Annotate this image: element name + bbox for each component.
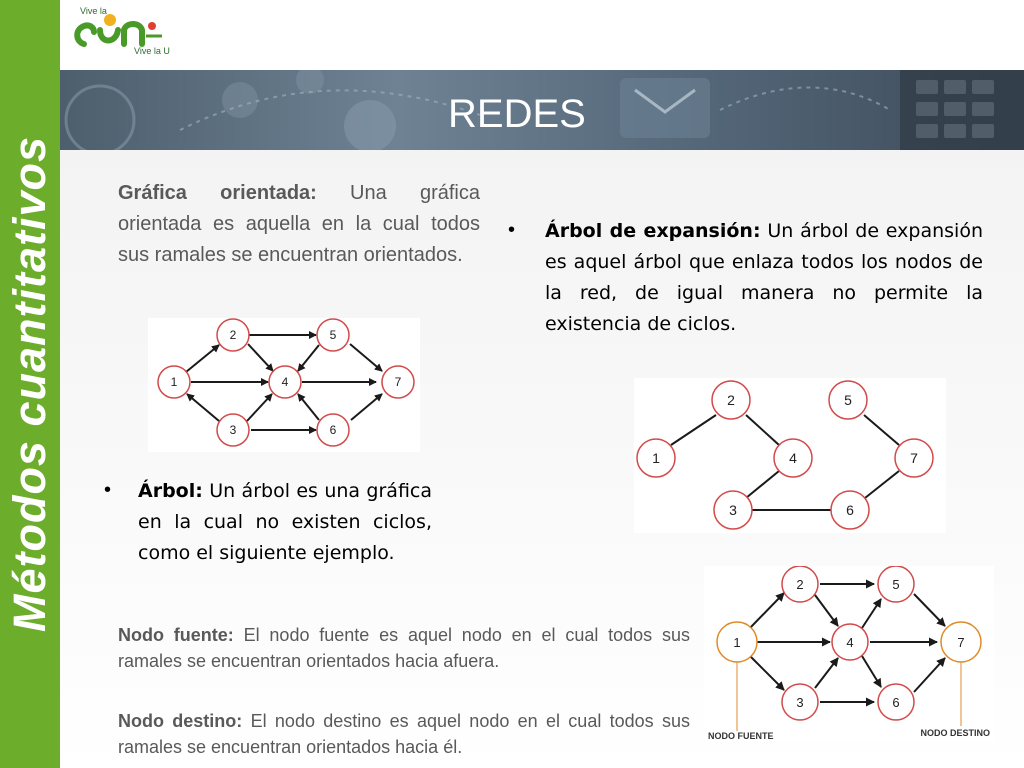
spanning-tree-text: Un árbol de expansión es aquel árbol que… [545, 220, 984, 335]
tree-edge-4-3 [745, 470, 780, 499]
node-6-label: 6 [330, 423, 337, 437]
cun-logo: Vive la Vive la U [66, 4, 206, 66]
tree-term: Árbol: [138, 480, 203, 502]
ss-node-3-label: 3 [796, 695, 803, 710]
ss-node-2 [781, 565, 819, 603]
ss-edge-2-4 [814, 594, 839, 627]
header-banner: REDES [60, 70, 1024, 150]
sink-node-term: Nodo destino: [118, 711, 243, 731]
logo-top-text: Vive la [80, 6, 107, 16]
tree-node-6-label: 6 [846, 502, 854, 518]
edge-1-2 [185, 344, 220, 373]
ss-edge-6-7 [913, 657, 946, 693]
tree-edge-6-7 [864, 470, 900, 499]
ss-node-4-label: 4 [846, 635, 853, 650]
bullet-spanning-tree: • [508, 219, 516, 241]
source-node-caption: NODO FUENTE [708, 731, 774, 741]
sink-node-text: El nodo destino es aquel nodo en el cual… [118, 711, 690, 757]
node-3 [216, 413, 250, 447]
edge-3-4 [246, 393, 273, 422]
tree-node-4 [773, 438, 813, 478]
tree-edge-5-7 [863, 414, 900, 446]
node-4 [268, 365, 302, 399]
directed-graph-svg: 1 2 3 4 5 6 7 [157, 318, 415, 447]
ss-edge-4-5 [861, 598, 882, 629]
ss-node-5 [877, 565, 915, 603]
node-1-label: 1 [171, 375, 178, 389]
ss-node-7-label: 7 [957, 635, 964, 650]
ss-node-4 [831, 623, 869, 661]
tree-node-3-label: 3 [729, 502, 737, 518]
source-sink-svg: 1 2 3 4 5 6 7 NODO FUENTE NODO DESTINO [708, 565, 990, 741]
tree-node-1 [636, 438, 676, 478]
source-sink-diagram: 1 2 3 4 5 6 7 NODO FUENTE NODO DESTINO [704, 565, 994, 742]
ss-edge-3-4 [814, 657, 839, 689]
edge-2-4 [247, 343, 274, 372]
directed-graph-diagram: 1 2 3 4 5 6 7 [148, 318, 420, 452]
tree-node-1-label: 1 [652, 450, 660, 466]
directed-graph-definition: Gráfica orientada: Una gráfica orientada… [118, 178, 480, 271]
node-6 [316, 413, 350, 447]
tree-node-7 [894, 438, 934, 478]
spanning-tree-diagram: 1 2 3 4 5 6 7 [634, 378, 946, 533]
tree-edge-2-4 [745, 414, 780, 446]
spanning-tree-svg: 1 2 3 4 5 6 7 [636, 380, 934, 530]
edge-6-7 [350, 393, 383, 421]
tree-node-2 [711, 380, 751, 420]
ss-edge-1-2 [749, 592, 785, 629]
tree-edge-1-2 [670, 414, 717, 446]
node-1 [157, 365, 191, 399]
tree-node-2-label: 2 [727, 392, 735, 408]
spanning-tree-term: Árbol de expansión: [545, 220, 761, 242]
edge-5-4 [297, 344, 320, 372]
tree-node-7-label: 7 [910, 450, 918, 466]
node-2 [216, 318, 250, 352]
ss-edge-1-3 [749, 655, 785, 691]
tree-node-5 [828, 380, 868, 420]
edge-5-7 [349, 343, 383, 372]
tree-node-6 [830, 490, 870, 530]
tree-node-3 [713, 490, 753, 530]
node-2-label: 2 [230, 328, 237, 342]
ss-node-2-label: 2 [796, 577, 803, 592]
ss-node-7 [940, 621, 982, 663]
bullet-tree: • [104, 479, 112, 501]
ss-node-5-label: 5 [892, 577, 899, 592]
node-4-label: 4 [282, 375, 289, 389]
directed-graph-term: Gráfica orientada: [118, 182, 317, 204]
tree-node-4-label: 4 [789, 450, 797, 466]
ss-edge-5-7 [913, 593, 946, 627]
source-node-term: Nodo fuente: [118, 625, 234, 645]
ss-node-1-label: 1 [733, 635, 740, 650]
node-3-label: 3 [230, 423, 237, 437]
source-node-definition: Nodo fuente: El nodo fuente es aquel nod… [118, 622, 690, 674]
sidebar: Métodos cuantitativos [0, 0, 60, 768]
source-node-text: El nodo fuente es aquel nodo en el cual … [118, 625, 691, 671]
sidebar-title: Métodos cuantitativos [4, 135, 55, 633]
ss-node-6 [877, 683, 915, 721]
edge-6-4 [297, 393, 320, 421]
ss-node-6-label: 6 [892, 695, 899, 710]
spanning-tree-definition: Árbol de expansión: Un árbol de expansió… [545, 216, 983, 340]
directed-graph-text: Una gráfica orientada es aquella en la c… [118, 182, 480, 266]
edge-3-1 [186, 393, 220, 422]
logo-bottom-text: Vive la U [134, 46, 170, 56]
sink-node-caption: NODO DESTINO [920, 728, 990, 738]
tree-text: Un árbol es una gráfica en la cual no ex… [138, 480, 432, 564]
node-5 [316, 318, 350, 352]
sink-node-definition: Nodo destino: El nodo destino es aquel n… [118, 708, 690, 760]
node-7-label: 7 [395, 375, 402, 389]
tree-node-5-label: 5 [844, 392, 852, 408]
ss-node-3 [781, 683, 819, 721]
banner-decoration [64, 70, 1024, 150]
node-7 [381, 365, 415, 399]
node-5-label: 5 [330, 328, 337, 342]
logo-graphic [74, 14, 162, 47]
page-title: REDES [448, 92, 586, 136]
tree-definition: Árbol: Un árbol es una gráfica en la cua… [138, 476, 432, 569]
ss-node-1 [716, 621, 758, 663]
ss-edge-4-6 [861, 655, 882, 688]
